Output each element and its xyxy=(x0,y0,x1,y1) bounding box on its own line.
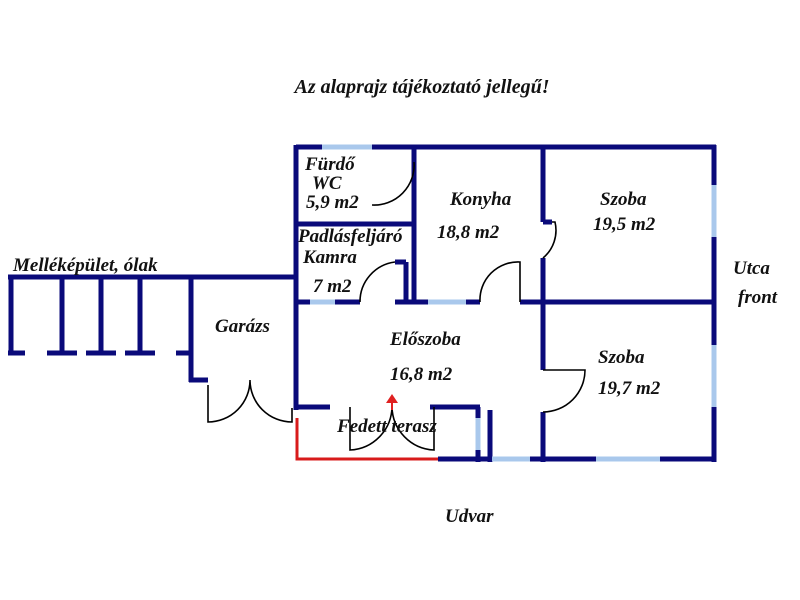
windows xyxy=(310,144,717,462)
front-label: front xyxy=(738,287,778,308)
bathroom-name2: WC xyxy=(312,173,342,194)
hall-area: 16,8 m2 xyxy=(390,364,453,385)
room2-name: Szoba xyxy=(598,347,645,368)
terrace-name: Fedett terasz xyxy=(336,416,437,437)
hall-name: Előszoba xyxy=(389,329,461,350)
garage-name: Garázs xyxy=(215,316,270,337)
bathroom-name: Fürdő xyxy=(304,154,356,175)
outbuilding-walls xyxy=(8,274,296,383)
kitchen-area: 18,8 m2 xyxy=(437,222,500,243)
room1-name: Szoba xyxy=(600,189,647,210)
outbuilding-name: Melléképület, ólak xyxy=(12,255,158,276)
entrance-arrow-icon xyxy=(386,394,398,403)
bathroom-area: 5,9 m2 xyxy=(306,192,359,213)
kitchen-name: Konyha xyxy=(449,189,512,210)
terrace-edge xyxy=(295,418,438,461)
yard-label: Udvar xyxy=(445,506,494,527)
room2-area: 19,7 m2 xyxy=(598,378,661,399)
pantry-name: Padlásfeljáró xyxy=(297,226,403,247)
pantry-area: 7 m2 xyxy=(313,276,352,297)
pantry-name2: Kamra xyxy=(302,247,357,268)
room1-area: 19,5 m2 xyxy=(593,214,656,235)
street-label: Utca xyxy=(733,258,770,279)
doors xyxy=(207,161,586,451)
notice-text: Az alaprajz tájékoztató jellegű! xyxy=(292,76,549,98)
